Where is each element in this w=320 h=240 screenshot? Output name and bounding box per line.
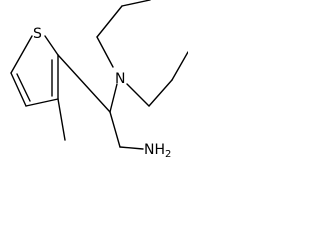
atom-sulfur: S	[33, 26, 42, 42]
amine-label: NH	[144, 142, 165, 158]
bond-c4-c3	[25, 98, 59, 107]
bond-calpha-n	[109, 83, 118, 113]
bond-propyl1-c1-c2	[96, 5, 123, 38]
bond-propyl2-c1-c2	[148, 79, 173, 107]
bond-propyl1-c2-c3	[121, 0, 151, 7]
bond-calpha-ch2	[109, 111, 121, 148]
atom-amine: NH2	[144, 142, 171, 160]
bond-c5-c4-inner	[16, 73, 31, 102]
bond-s-c5	[10, 35, 33, 74]
bond-c2-calpha	[57, 54, 111, 113]
structure-diagram: S N NH2	[10, 0, 188, 160]
bond-n-propyl2-c1	[126, 83, 150, 107]
bond-propyl2-c2-c3	[171, 51, 188, 81]
amine-subscript: 2	[165, 149, 171, 160]
bond-c3-methyl	[57, 98, 66, 141]
atom-nitrogen: N	[115, 71, 125, 87]
bond-n-propyl1-c1	[96, 36, 114, 68]
bond-c5-c4	[10, 72, 27, 107]
bond-s-c2	[44, 35, 59, 56]
bond-ch2-nh2	[119, 146, 144, 150]
